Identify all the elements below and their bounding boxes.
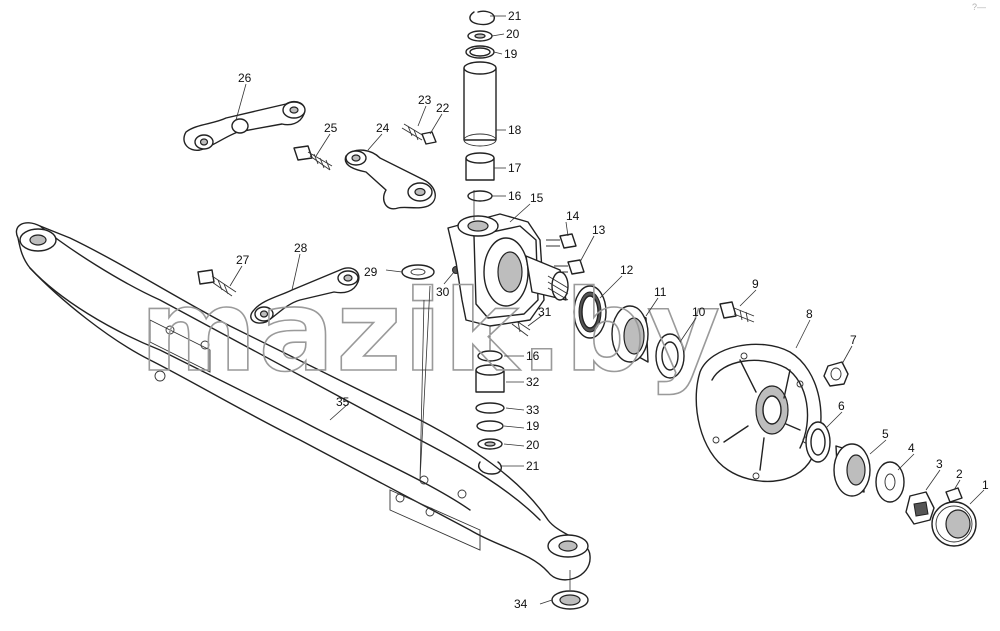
callout-15: 15: [530, 191, 544, 205]
callout-12: 12: [620, 263, 634, 277]
steering-arm-middle: [344, 149, 436, 210]
callout-23: 23: [418, 93, 432, 107]
callout-16-upper: 16: [508, 189, 522, 203]
callout-35: 35: [336, 395, 350, 409]
kingpin-parts: [463, 10, 505, 475]
callout-8: 8: [806, 307, 813, 321]
callout-20-lower: 20: [526, 438, 540, 452]
hub-seals-bearings: [573, 285, 685, 379]
steering-knuckle: [447, 213, 569, 327]
callout-16-lower: 16: [526, 349, 540, 363]
callout-9: 9: [752, 277, 759, 291]
callout-11: 11: [654, 285, 667, 299]
callout-18: 18: [508, 123, 522, 137]
callout-14: 14: [566, 209, 580, 223]
callout-20-upper: 20: [506, 27, 520, 41]
callout-27: 27: [236, 253, 250, 267]
callout-6: 6: [838, 399, 845, 413]
callout-19-lower: 19: [526, 419, 540, 433]
callout-10: 10: [692, 305, 706, 319]
callout-32: 32: [526, 375, 540, 389]
callout-22: 22: [436, 101, 450, 115]
steering-arm-upper: [183, 100, 306, 151]
callout-30: 30: [436, 285, 450, 299]
callout-25: 25: [324, 121, 338, 135]
callout-21-upper: 21: [508, 9, 522, 23]
leader-lines: [229, 15, 985, 605]
hub-outer-parts: [805, 361, 977, 547]
callout-2: 2: [956, 467, 963, 481]
callout-31: 31: [538, 305, 552, 319]
callout-labels: 1 2 3 4 5 6 7 8 9 10 11 12 13 14 15 16 1…: [236, 9, 989, 611]
callout-7: 7: [850, 333, 857, 347]
callout-33: 33: [526, 403, 540, 417]
callout-26: 26: [238, 71, 252, 85]
callout-4: 4: [908, 441, 915, 455]
callout-28: 28: [294, 241, 308, 255]
callout-3: 3: [936, 457, 943, 471]
watermark-text: mazik.by: [140, 267, 722, 397]
callout-5: 5: [882, 427, 889, 441]
callout-1: 1: [982, 478, 989, 492]
callout-17: 17: [508, 161, 522, 175]
axle-beam: [15, 222, 591, 581]
callout-34: 34: [514, 597, 528, 611]
callout-13: 13: [592, 223, 606, 237]
callout-29: 29: [364, 265, 378, 279]
corner-mark: ?—: [972, 2, 986, 12]
callout-24: 24: [376, 121, 390, 135]
steering-arm-lower: [250, 267, 360, 324]
callout-21-lower: 21: [526, 459, 540, 473]
callout-19-upper: 19: [504, 47, 518, 61]
